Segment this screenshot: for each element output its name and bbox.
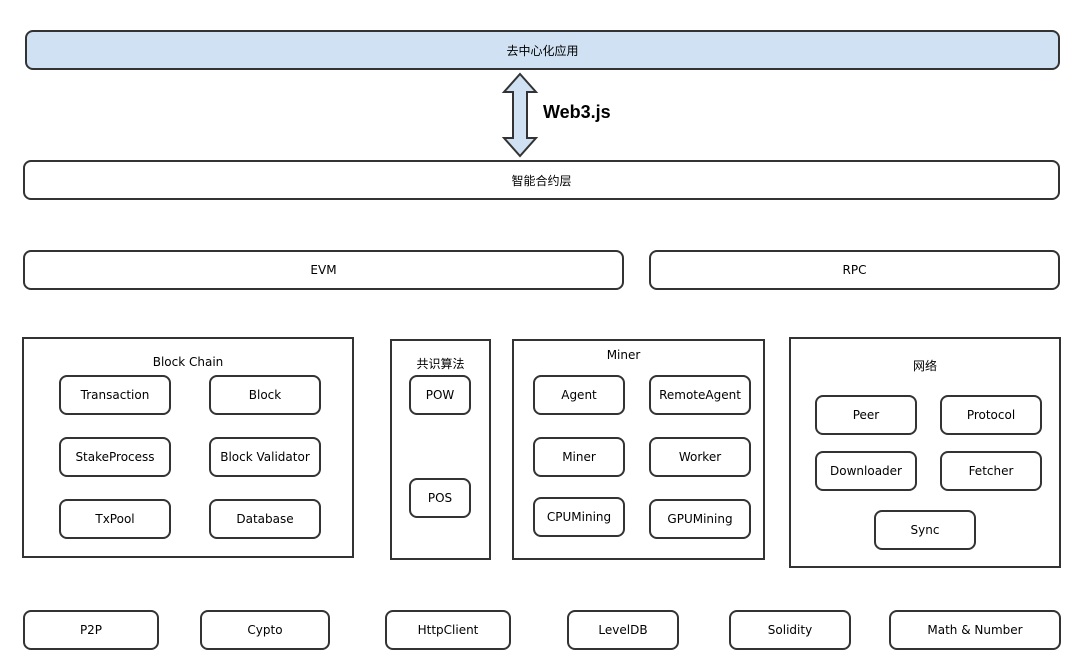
consensus-group: 共识算法: [390, 339, 491, 560]
rpc-box: RPC: [649, 250, 1060, 290]
miner-label: Miner: [562, 450, 596, 464]
double-arrow-icon: [501, 72, 539, 158]
cpu-mining-box: CPUMining: [533, 497, 625, 537]
miner-title: Miner: [606, 348, 641, 362]
pow-box: POW: [409, 375, 471, 415]
pos-box: POS: [409, 478, 471, 518]
downloader-label: Downloader: [830, 464, 902, 478]
evm-box: EVM: [23, 250, 624, 290]
gpu-mining-box: GPUMining: [649, 499, 751, 539]
cpu-mining-label: CPUMining: [546, 510, 612, 524]
p2p-box: P2P: [23, 610, 159, 650]
dapp-layer-label: 去中心化应用: [506, 43, 579, 58]
remote-agent-label: RemoteAgent: [659, 388, 741, 402]
remote-agent-box: RemoteAgent: [649, 375, 751, 415]
math-number-label: Math & Number: [927, 623, 1023, 637]
evm-label: EVM: [310, 263, 337, 277]
solidity-box: Solidity: [729, 610, 851, 650]
peer-box: Peer: [815, 395, 917, 435]
block-validator-label: Block Validator: [220, 450, 310, 464]
leveldb-box: LevelDB: [567, 610, 679, 650]
block-chain-title: Block Chain: [152, 355, 224, 369]
fetcher-box: Fetcher: [940, 451, 1042, 491]
gpu-mining-label: GPUMining: [667, 512, 733, 526]
agent-box: Agent: [533, 375, 625, 415]
protocol-box: Protocol: [940, 395, 1042, 435]
smart-contract-layer-label: 智能合约层: [511, 173, 572, 188]
p2p-label: P2P: [79, 623, 103, 637]
fetcher-label: Fetcher: [968, 464, 1014, 478]
txpool-label: TxPool: [95, 512, 135, 526]
rpc-label: RPC: [842, 263, 867, 277]
pos-label: POS: [427, 491, 453, 505]
block-validator-box: Block Validator: [209, 437, 321, 477]
stake-process-box: StakeProcess: [59, 437, 171, 477]
miner-box: Miner: [533, 437, 625, 477]
leveldb-label: LevelDB: [598, 623, 648, 637]
http-client-label: HttpClient: [417, 623, 479, 637]
stake-process-label: StakeProcess: [75, 450, 155, 464]
sync-label: Sync: [910, 523, 940, 537]
consensus-title: 共识算法: [416, 357, 465, 371]
transaction-box: Transaction: [59, 375, 171, 415]
peer-label: Peer: [852, 408, 880, 422]
pow-label: POW: [425, 388, 455, 402]
web3js-label: Web3.js: [543, 102, 611, 122]
txpool-box: TxPool: [59, 499, 171, 539]
crypto-label: Cypto: [247, 623, 283, 637]
dapp-layer-box: 去中心化应用: [25, 30, 1060, 70]
block-box: Block: [209, 375, 321, 415]
transaction-label: Transaction: [80, 388, 150, 402]
worker-label: Worker: [678, 450, 722, 464]
database-box: Database: [209, 499, 321, 539]
downloader-box: Downloader: [815, 451, 917, 491]
math-number-box: Math & Number: [889, 610, 1061, 650]
sync-box: Sync: [874, 510, 976, 550]
worker-box: Worker: [649, 437, 751, 477]
database-label: Database: [236, 512, 294, 526]
block-label: Block: [248, 388, 282, 402]
http-client-box: HttpClient: [385, 610, 511, 650]
solidity-label: Solidity: [767, 623, 813, 637]
agent-label: Agent: [561, 388, 597, 402]
crypto-box: Cypto: [200, 610, 330, 650]
protocol-label: Protocol: [966, 408, 1016, 422]
network-title: 网络: [912, 359, 937, 373]
smart-contract-layer-box: 智能合约层: [23, 160, 1060, 200]
